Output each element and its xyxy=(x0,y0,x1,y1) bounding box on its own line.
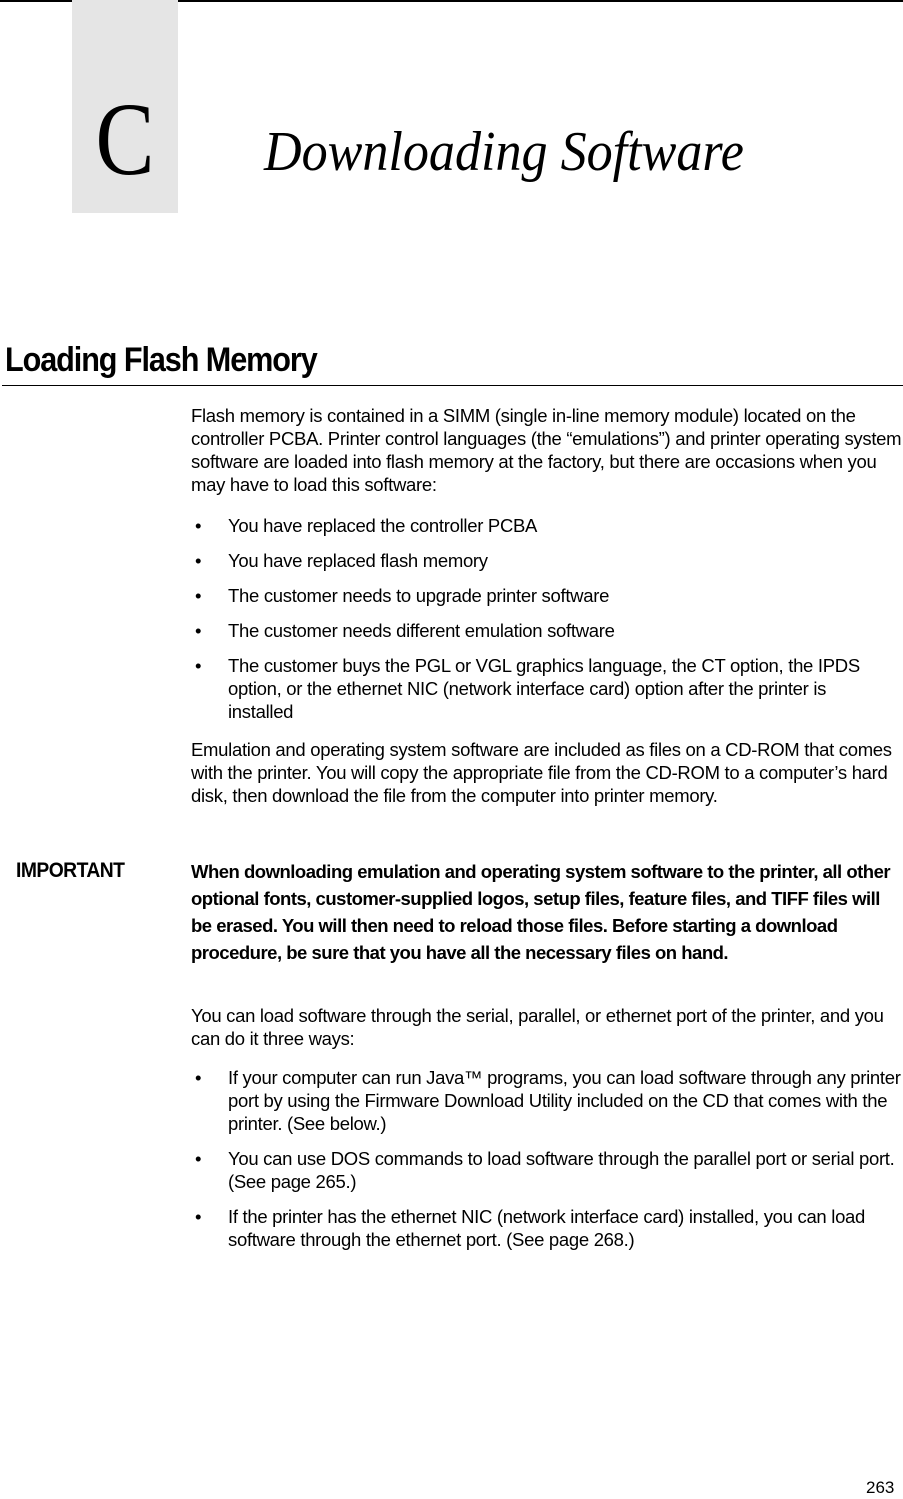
bullet-icon: • xyxy=(195,1148,202,1169)
list-item-text: The customer needs to upgrade printer so… xyxy=(228,585,610,606)
intro-bullet-list: • You have replaced the controller PCBA … xyxy=(191,514,903,723)
methods-paragraph: You can load software through the serial… xyxy=(191,1005,884,1049)
important-note: When downloading emulation and operating… xyxy=(191,858,903,966)
emulation-section: Emulation and operating system software … xyxy=(191,738,903,807)
list-item-text: If the printer has the ethernet NIC (net… xyxy=(228,1206,866,1250)
list-item: • The customer needs different emulation… xyxy=(191,619,903,642)
bullet-icon: • xyxy=(195,655,202,676)
methods-section: You can load software through the serial… xyxy=(191,1004,903,1050)
page-number: 263 xyxy=(866,1478,895,1497)
emulation-paragraph: Emulation and operating system software … xyxy=(191,739,892,806)
list-item-text: You can use DOS commands to load softwar… xyxy=(228,1148,895,1192)
important-text: When downloading emulation and operating… xyxy=(191,861,891,963)
list-item: • You have replaced flash memory xyxy=(191,549,903,572)
list-item-text: The customer buys the PGL or VGL graphic… xyxy=(228,655,860,722)
intro-paragraph: Flash memory is contained in a SIMM (sin… xyxy=(191,405,902,495)
bullet-icon: • xyxy=(195,515,202,536)
chapter-title: Downloading Software xyxy=(264,121,744,183)
important-label: IMPORTANT xyxy=(16,859,125,882)
bullet-icon: • xyxy=(195,1067,202,1088)
methods-bullet-list: • If your computer can run Java™ program… xyxy=(191,1066,903,1251)
bullet-icon: • xyxy=(195,1206,202,1227)
list-item: • You can use DOS commands to load softw… xyxy=(191,1147,903,1193)
bullet-icon: • xyxy=(195,550,202,571)
list-item: • The customer buys the PGL or VGL graph… xyxy=(191,654,903,723)
intro-section: Flash memory is contained in a SIMM (sin… xyxy=(191,404,903,496)
section-heading: Loading Flash Memory xyxy=(5,341,318,379)
top-rule xyxy=(0,0,903,2)
bullet-icon: • xyxy=(195,620,202,641)
list-item: • If your computer can run Java™ program… xyxy=(191,1066,903,1135)
chapter-tab xyxy=(72,0,178,213)
list-item-text: You have replaced the controller PCBA xyxy=(228,515,538,536)
list-item: • If the printer has the ethernet NIC (n… xyxy=(191,1205,903,1251)
chapter-letter: C xyxy=(95,82,155,197)
section-divider xyxy=(2,385,903,386)
bullet-icon: • xyxy=(195,585,202,606)
list-item: • The customer needs to upgrade printer … xyxy=(191,584,903,607)
list-item-text: If your computer can run Java™ programs,… xyxy=(228,1067,901,1134)
list-item: • You have replaced the controller PCBA xyxy=(191,514,903,537)
list-item-text: You have replaced flash memory xyxy=(228,550,488,571)
list-item-text: The customer needs different emulation s… xyxy=(228,620,615,641)
